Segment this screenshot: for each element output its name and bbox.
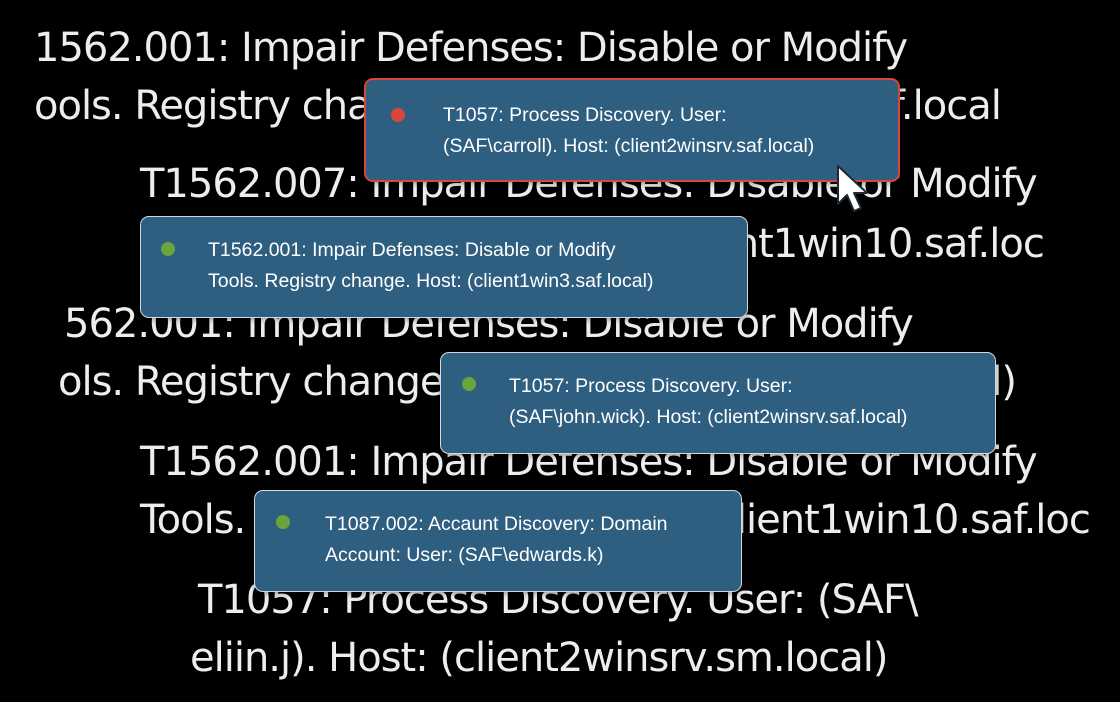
alert-line-2: Tools. Registry change. Host: (client1wi… [208,270,654,292]
background-line: ient1win10.saf.loc [700,221,1045,267]
alert-card-process-discovery-john-wick[interactable]: T1057: Process Discovery. User: (SAF\joh… [440,352,996,454]
alert-line-1: T1057: Process Discovery. User: [443,104,727,126]
background-line: 1562.001: Impair Defenses: Disable or Mo… [34,25,908,71]
status-dot-red-icon [391,108,405,122]
status-dot-green-icon [462,377,476,391]
alert-card-process-discovery-carroll[interactable]: T1057: Process Discovery. User: (SAF\car… [364,78,900,182]
status-dot-green-icon [276,515,290,529]
alert-text: T1562.001: Impair Defenses: Disable or M… [208,235,653,297]
alert-line-2: Account: User: (SAF\edwards.k) [325,544,604,566]
alert-card-impair-defenses[interactable]: T1562.001: Impair Defenses: Disable or M… [140,216,748,318]
alert-text: T1057: Process Discovery. User: (SAF\car… [443,100,814,162]
status-dot-green-icon [161,242,175,256]
alert-line-2: (SAF\carroll). Host: (client2winsrv.saf.… [443,135,815,157]
background-line: eliin.j). Host: (client2winsrv.sm.local) [190,635,888,681]
alert-text: T1087.002: Accaunt Discovery: Domain Acc… [325,509,668,571]
alert-card-account-discovery[interactable]: T1087.002: Accaunt Discovery: Domain Acc… [254,490,742,592]
alert-text: T1057: Process Discovery. User: (SAF\joh… [509,371,907,433]
alert-line-1: T1087.002: Accaunt Discovery: Domain [325,513,668,535]
alert-line-2: (SAF\john.wick). Host: (client2winsrv.sa… [509,406,908,428]
alert-line-1: T1057: Process Discovery. User: [509,375,793,397]
alert-line-1: T1562.001: Impair Defenses: Disable or M… [208,239,616,261]
